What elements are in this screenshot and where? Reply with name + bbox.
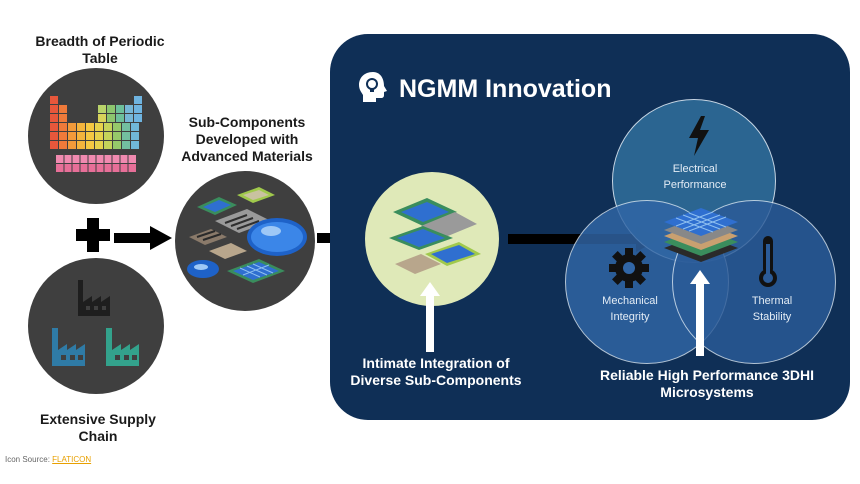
supply-chain-label: Extensive Supply Chain	[40, 411, 156, 444]
plus-icon	[76, 218, 110, 252]
venn-mechanical-label: Mechanical Integrity	[602, 295, 658, 323]
chip-stack-icon	[664, 208, 738, 262]
flaticon-link[interactable]: FLATICON	[52, 455, 92, 464]
integration-label: Intimate Integration of Diverse Sub-Comp…	[350, 355, 522, 388]
icon-source-prefix: Icon Source:	[5, 455, 53, 464]
chip-components-icon	[187, 187, 307, 283]
integration-circle	[365, 172, 499, 306]
icon-source-credit: Icon Source: FLATICON	[5, 455, 91, 464]
result-label: Reliable High Performance 3DHI Microsyst…	[600, 367, 814, 400]
arrow-up-icon	[420, 282, 440, 352]
periodic-table-label: Breadth of Periodic Table	[35, 33, 165, 66]
chip-stack-icon	[389, 198, 481, 274]
factory-icon	[52, 280, 139, 366]
arrow-up-icon	[690, 270, 710, 356]
periodic-table-icon	[50, 96, 142, 172]
arrow-icon	[114, 226, 172, 250]
supply-chain-circle	[28, 258, 164, 394]
thermometer-icon	[759, 236, 777, 287]
gear-icon	[609, 248, 649, 288]
periodic-table-circle	[28, 68, 164, 204]
venn-electrical-label: Electrical Performance	[663, 163, 727, 191]
subcomponents-label: Sub-Components Developed with Advanced M…	[181, 114, 313, 164]
panel-title: NGMM Innovation	[399, 75, 612, 103]
venn-thermal-label: Thermal Stability	[751, 295, 793, 323]
lightbulb-head-icon	[359, 72, 387, 102]
lightning-icon	[689, 116, 709, 156]
subcomponents-circle	[175, 171, 315, 311]
